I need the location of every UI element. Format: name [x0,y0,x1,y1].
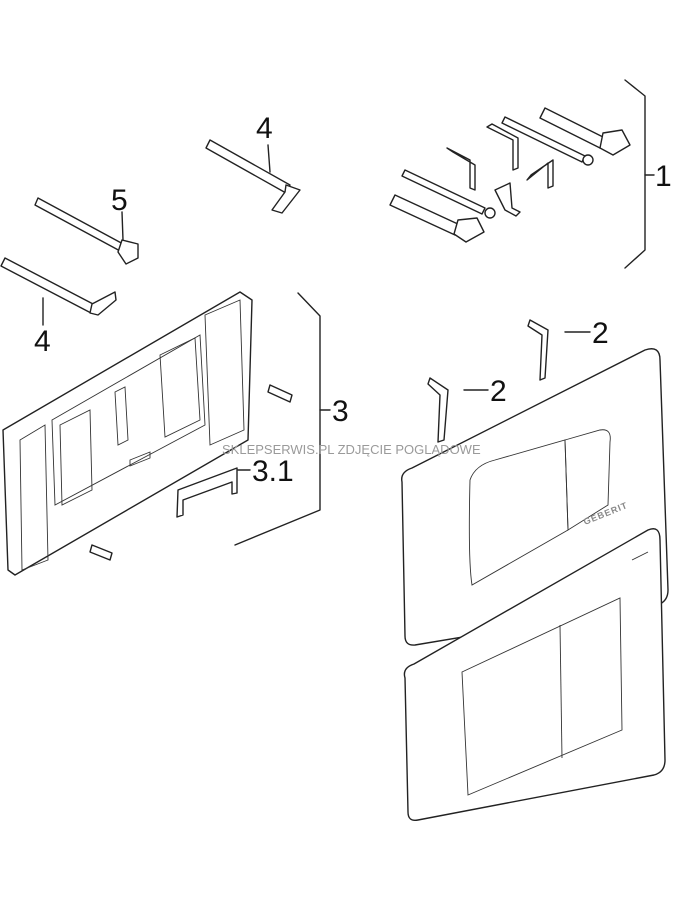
label-3-1: 3.1 [252,455,294,488]
label-3: 3 [332,395,349,428]
bolt-5 [34,197,139,265]
long-rod [401,169,496,219]
clips-2 [427,319,591,443]
rod-4-top [205,139,301,214]
label-2-right: 2 [592,317,609,350]
long-bolt [539,107,631,156]
label-1: 1 [655,160,672,193]
watermark: SKLEPSERWIS.PL ZDJĘCIE POGLĄDOWE [222,442,481,457]
fixing-set-1 [389,79,655,269]
bracket [486,123,519,171]
screw [267,384,293,403]
rod-4-bottom [0,257,117,326]
label-4-bottom: 4 [34,325,51,358]
bracket [526,159,554,189]
bracket [446,147,476,191]
label-5: 5 [111,184,128,217]
clip-3-1 [176,467,238,518]
label-2-left: 2 [490,375,507,408]
bracket [494,182,521,217]
flush-plate-lower [403,528,666,822]
long-rod [501,116,594,166]
mounting-frame-3 [2,291,331,576]
label-4-top: 4 [256,112,273,145]
bracket-line-1 [624,79,646,269]
long-bolt [389,194,485,243]
screw [89,544,113,561]
